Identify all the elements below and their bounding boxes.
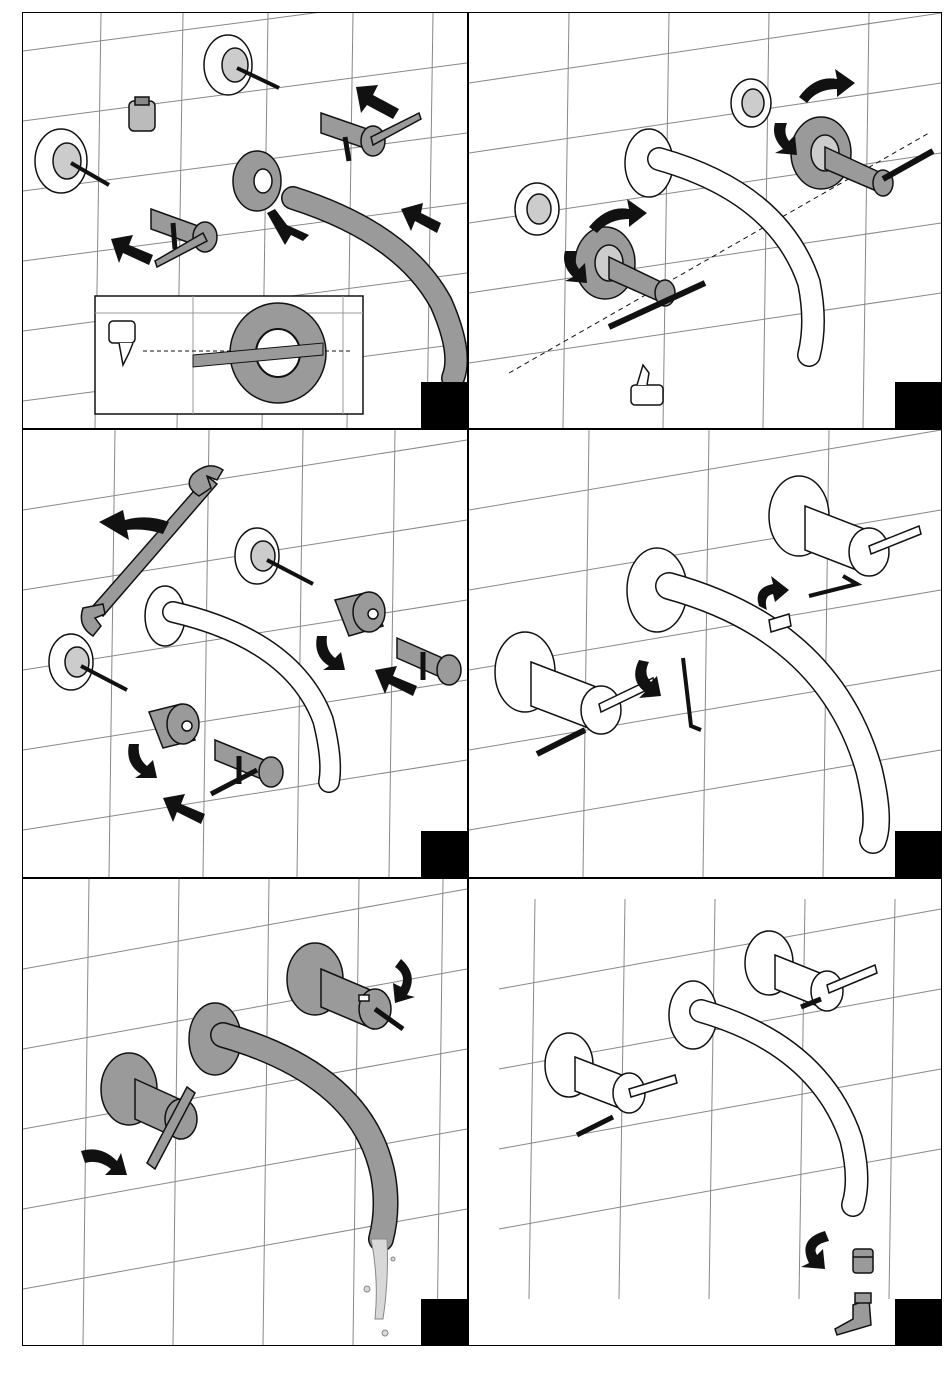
push-arrow-2 [163, 794, 205, 824]
rotate-arrow-2 [128, 744, 157, 778]
rosette-right [745, 931, 877, 1011]
spout [189, 1003, 386, 1239]
valve-left [49, 634, 127, 690]
aerator-key [835, 1293, 871, 1335]
rosette-left [495, 632, 655, 754]
hex-key-right [809, 576, 857, 596]
sleeve-right [335, 592, 385, 636]
thumbs-up-icon [631, 365, 663, 405]
step-4-marker [895, 831, 941, 877]
water-flow [364, 1239, 395, 1336]
spout [625, 129, 813, 355]
step-6-illustration [469, 879, 941, 1345]
step-4-illustration [469, 430, 941, 877]
cartridge [129, 97, 155, 131]
push-arrow-3 [267, 209, 309, 245]
valve-right [731, 79, 933, 196]
step-6-marker [895, 1299, 941, 1345]
hex-key-left [683, 658, 701, 730]
step-6-panel [469, 879, 941, 1345]
rotate-arrow-1 [393, 959, 415, 1003]
spout [627, 548, 876, 840]
step-2-panel [469, 13, 941, 428]
push-arrow-2 [111, 235, 153, 265]
step-3-illustration [23, 430, 467, 877]
rosette-right [769, 476, 921, 576]
step-1-marker [421, 382, 467, 428]
aerator [853, 1249, 873, 1273]
rotate-arrow-2 [758, 576, 789, 610]
lever-handle-bottom [151, 209, 217, 267]
lever-handle-right [397, 638, 461, 685]
step-1-illustration [23, 13, 467, 428]
step-2-illustration [469, 13, 941, 428]
lever-handle-left [211, 740, 283, 794]
spout [669, 981, 857, 1205]
rotate-arrow-1 [316, 636, 345, 670]
push-arrow-1 [356, 85, 399, 119]
step-5-marker [421, 1299, 467, 1345]
step-4-panel [469, 430, 941, 877]
valve-left [515, 183, 705, 327]
sleeve-left [149, 704, 199, 748]
rotate-arrow [801, 1231, 829, 1269]
rosette [233, 151, 281, 211]
step-2-marker [895, 382, 941, 428]
rotate-arrow-2 [81, 1149, 127, 1175]
step-5-illustration [23, 879, 467, 1345]
valve-right [287, 943, 403, 1029]
lever-handle-top [321, 113, 421, 161]
rotate-arrow-4 [774, 123, 797, 155]
step-5-panel [23, 879, 467, 1345]
detail-inset [95, 296, 363, 414]
valve-left [101, 1053, 197, 1169]
wall-tiles [23, 879, 467, 1345]
instruction-sheet [22, 12, 942, 1346]
step-3-panel [23, 430, 467, 877]
rotate-arrow-3 [799, 69, 855, 103]
wall-tiles [499, 899, 941, 1299]
valve-stem-left [35, 129, 109, 193]
step-3-marker [421, 831, 467, 877]
step-1-panel [23, 13, 467, 428]
